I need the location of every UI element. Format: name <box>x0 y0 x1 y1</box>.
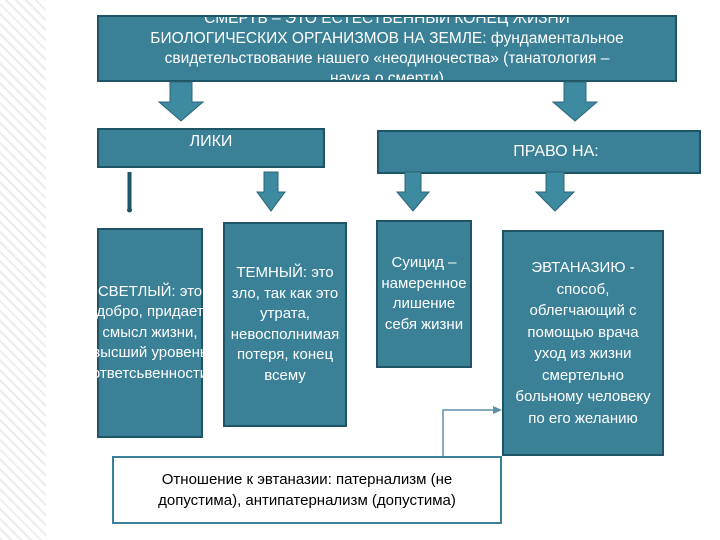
euthanasia-attitude-text: Отношение к эвтаназии: патернализм (не д… <box>158 471 456 509</box>
euthanasia-box: ЭВТАНАЗИЮ - способ, облегчающий с помощь… <box>502 230 664 456</box>
euthanasia-text: ЭВТАНАЗИЮ - способ, облегчающий с помощь… <box>515 259 651 427</box>
definition-line-3: свидетельствование нашего «неодиночества… <box>164 50 610 67</box>
suicide-box: Суицид – намеренное лишение себя жизни <box>376 220 472 368</box>
dark-side-box: ТЕМНЫЙ: это зло, так как это утрата, нев… <box>223 222 347 427</box>
light-side-box: СВЕТЛЫЙ: это добро, придает смысл жизни,… <box>92 228 208 438</box>
death-definition-box: СМЕРТЬ – ЭТО ЕСТЕСТВЕННЫЙ КОНЕЦ ЖИЗНИ БИ… <box>97 15 677 82</box>
definition-line-4: наука о смерти) <box>330 70 444 82</box>
decorative-stripes <box>0 0 46 540</box>
definition-line-2: БИОЛОГИЧЕСКИХ ОРГАНИЗМОВ НА ЗЕМЛЕ: фунда… <box>150 30 624 47</box>
light-side-text: СВЕТЛЫЙ: это добро, придает смысл жизни,… <box>91 282 209 382</box>
dark-side-text: ТЕМНЫЙ: это зло, так как это утрата, нев… <box>230 264 340 384</box>
arrow-down-icon <box>256 171 286 212</box>
connector-line <box>127 172 132 213</box>
faces-label: ЛИКИ <box>189 133 233 150</box>
arrow-down-icon <box>395 171 431 212</box>
arrow-down-icon <box>157 81 205 122</box>
arrow-down-icon <box>534 171 576 212</box>
right-to-box: ПРАВО НА: <box>377 130 701 174</box>
suicide-text: Суицид – намеренное лишение себя жизни <box>381 254 467 333</box>
faces-box: ЛИКИ <box>97 128 325 168</box>
definition-line-1: СМЕРТЬ – ЭТО ЕСТЕСТВЕННЫЙ КОНЕЦ ЖИЗНИ <box>204 15 570 27</box>
euthanasia-attitude-box: Отношение к эвтаназии: патернализм (не д… <box>112 456 502 524</box>
right-to-label: ПРАВО НА: <box>513 143 599 160</box>
arrow-down-icon <box>551 81 599 122</box>
connector-arrow-icon <box>442 406 502 458</box>
